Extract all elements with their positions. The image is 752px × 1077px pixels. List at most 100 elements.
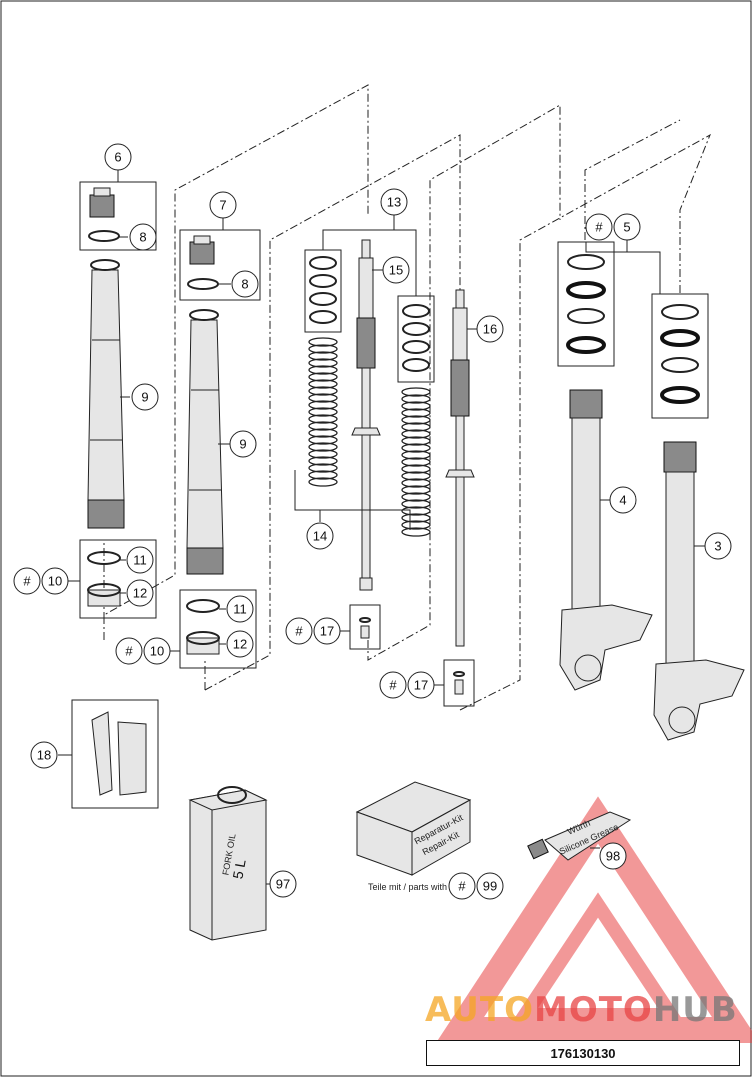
spring-coil — [308, 386, 338, 396]
bushing-box-right — [179, 589, 257, 669]
spring-coil — [308, 344, 338, 354]
repair-kit-box: Reparatur-Kit Repair-Kit Teile mit / par… — [355, 781, 472, 892]
spring-coil — [401, 499, 431, 509]
shim-stack-box-left — [304, 249, 342, 333]
spring-coil — [401, 457, 431, 467]
callout-number: 4 — [619, 493, 626, 508]
callout-number: 9 — [239, 437, 246, 452]
seal-box-right — [651, 293, 709, 419]
spring-coil — [401, 450, 431, 460]
spring-coil — [308, 393, 338, 403]
spring-coil — [401, 464, 431, 474]
callout-c99: 99 # — [448, 872, 504, 900]
callout-number: 14 — [313, 529, 327, 544]
callout-c9b: 9 — [229, 430, 257, 458]
bleed-screw-box-2 — [443, 659, 475, 707]
spring-coil — [401, 506, 431, 516]
callout-c12b: 12 — [226, 630, 254, 658]
spring-coil — [308, 428, 338, 438]
seal-box-left — [557, 241, 615, 367]
callout-number: 97 — [276, 877, 290, 892]
spring-coil — [401, 527, 431, 537]
callout-c12a: 12 — [126, 579, 154, 607]
spring-coil — [308, 337, 338, 347]
callout-number: 8 — [139, 230, 146, 245]
callout-number: 11 — [233, 602, 247, 617]
hash-mark: # — [458, 879, 466, 894]
callout-number: 17 — [414, 678, 428, 693]
callout-number: 15 — [389, 263, 403, 278]
inner-tube-4 — [559, 389, 653, 691]
spring-coil — [308, 372, 338, 382]
callout-c6: 6 — [104, 143, 132, 171]
spring-coil — [401, 401, 431, 411]
damper-cartridge-16 — [445, 289, 475, 647]
callout-number: 16 — [483, 322, 497, 337]
callout-c8b: 8 — [231, 270, 259, 298]
assembly-lines — [103, 84, 711, 711]
spring-coil — [401, 408, 431, 418]
callout-c5: 5# — [585, 213, 641, 241]
spring-coil — [401, 492, 431, 502]
callout-c97: 97 — [269, 870, 297, 898]
callout-number: 8 — [241, 277, 248, 292]
leader-lines — [58, 170, 705, 885]
callout-number: 12 — [233, 637, 247, 652]
watermark-logo — [435, 796, 752, 1043]
spring-coil — [401, 394, 431, 404]
spring-coil — [401, 471, 431, 481]
fork-oil-volume: 5 L — [230, 858, 249, 880]
spring-coil — [308, 400, 338, 410]
callout-number: 5 — [623, 220, 630, 235]
spring-coil — [308, 435, 338, 445]
spring-coil — [308, 414, 338, 424]
spring-coil — [401, 478, 431, 488]
callout-number: 10 — [150, 644, 164, 659]
spring-coil — [308, 477, 338, 487]
callout-c11b: 11 — [226, 595, 254, 623]
watermark-text: AUTOMOTOHUB — [425, 990, 745, 1034]
callout-c11a: 11 — [126, 546, 154, 574]
callout-c10a: 10# — [13, 567, 69, 595]
bleed-screw-box-1 — [349, 604, 381, 650]
fork-spring-left — [308, 337, 338, 487]
outer-tube-right — [186, 309, 224, 575]
spring-coil — [401, 436, 431, 446]
spring-coil — [308, 449, 338, 459]
spring-coil — [308, 407, 338, 417]
callout-number: 12 — [133, 586, 147, 601]
spring-coil — [401, 422, 431, 432]
callout-c16: 16 — [476, 315, 504, 343]
spring-coil — [401, 520, 431, 530]
spring-coil — [401, 429, 431, 439]
watermark-moto: MOTO — [533, 990, 653, 1030]
callout-c17a: 17# — [285, 617, 341, 645]
hash-mark: # — [295, 624, 303, 639]
callout-c7: 7 — [209, 191, 237, 219]
callout-layer: 678899111210#111210#1315141617#17#5#4318… — [13, 143, 732, 900]
shim-stack-box-right — [397, 295, 435, 383]
callout-number: 18 — [37, 748, 51, 763]
callout-c18: 18 — [30, 741, 58, 769]
callout-c10b: 10# — [115, 637, 171, 665]
callout-number: 6 — [114, 150, 121, 165]
callout-c15: 15 — [382, 256, 410, 284]
drawing-number: 176130130 — [426, 1040, 740, 1066]
cap-assembly-7 — [179, 229, 261, 301]
spring-coil — [401, 443, 431, 453]
callout-number: 9 — [141, 390, 148, 405]
callout-c8a: 8 — [129, 223, 157, 251]
spring-coil — [401, 485, 431, 495]
spring-coil — [308, 358, 338, 368]
callout-c98: 98 — [599, 842, 627, 870]
callout-number: 3 — [714, 539, 721, 554]
callout-c3: 3 — [704, 532, 732, 560]
spring-coil — [308, 470, 338, 480]
callout-number: 99 — [483, 879, 497, 894]
spring-coil — [308, 365, 338, 375]
inner-tube-3 — [653, 441, 745, 741]
callout-c4: 4 — [609, 486, 637, 514]
fork-oil-can: FORK OIL 5 L — [188, 786, 268, 941]
